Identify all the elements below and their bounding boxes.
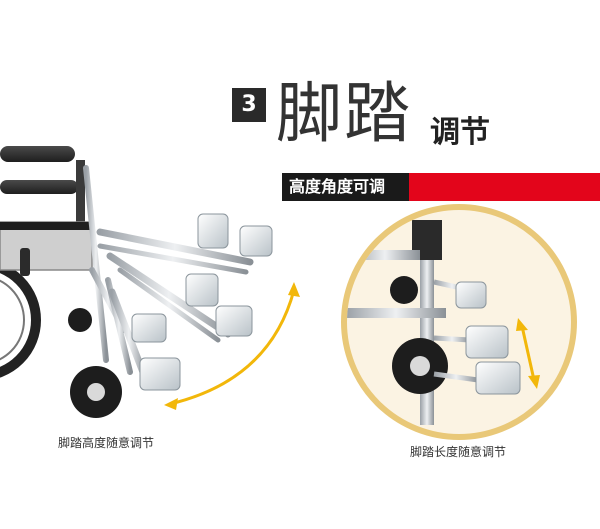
detail-circle xyxy=(341,204,577,440)
left-wheelchair xyxy=(0,146,300,418)
title-large: 脚踏 xyxy=(276,75,412,152)
caption-height-adjust: 脚踏高度随意调节 xyxy=(58,436,155,450)
title-small: 调节 xyxy=(430,115,490,150)
banner-red-bar xyxy=(409,173,600,201)
caption-length-adjust: 脚踏长度随意调节 xyxy=(410,445,507,459)
step-number-badge: 3 xyxy=(232,88,266,122)
banner-label: 高度角度可调 xyxy=(289,177,386,196)
banner-dark-block xyxy=(282,173,409,201)
